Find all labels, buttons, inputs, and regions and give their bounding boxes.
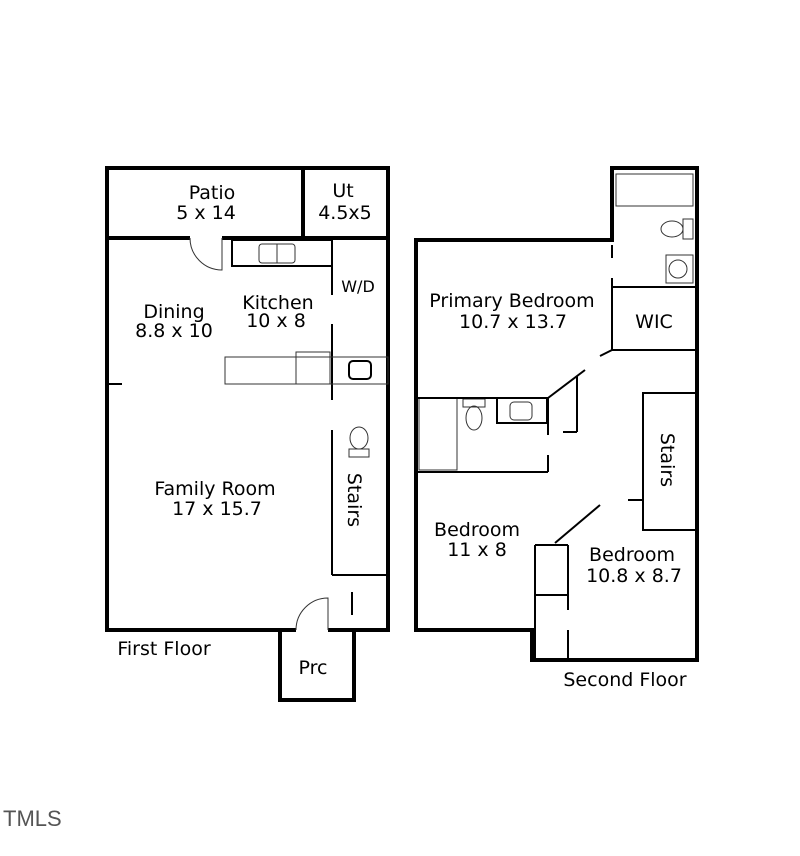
second-floor-title: Second Floor	[563, 669, 686, 691]
dining-size: 8.8 x 10	[135, 320, 213, 342]
utility-label: Ut	[332, 180, 353, 202]
patio-label: Patio	[189, 182, 236, 204]
second-floor-outer-wall	[414, 166, 699, 662]
patio-size: 5 x 14	[176, 202, 236, 224]
bedroom-1-label: Bedroom	[434, 519, 520, 541]
first-floor-title: First Floor	[117, 638, 210, 660]
primary-bedroom-size: 10.7 x 13.7	[459, 311, 567, 333]
toilet-icon	[348, 426, 370, 458]
toilet-icon	[462, 398, 486, 431]
kitchen-size: 10 x 8	[246, 310, 306, 332]
primary-bedroom-label: Primary Bedroom	[429, 290, 594, 312]
first-floor-outer-wall	[105, 166, 390, 632]
range-icon	[295, 351, 331, 385]
second-floor-stairs-label: Stairs	[656, 433, 678, 487]
door-swing	[554, 504, 601, 544]
bedroom-2-label: Bedroom	[589, 544, 675, 566]
front-door-swing	[295, 597, 329, 631]
patio-door-swing	[189, 237, 223, 271]
wic-label: WIC	[635, 311, 673, 333]
door-stub	[599, 349, 613, 357]
porch-label: Prc	[299, 657, 328, 679]
bathtub-icon	[615, 173, 694, 207]
family-room-label: Family Room	[154, 478, 275, 500]
door-swing	[547, 369, 586, 399]
first-floor-stairs-label: Stairs	[343, 473, 365, 527]
second-floor-stairs	[642, 392, 698, 531]
sink-icon	[509, 401, 533, 421]
bathtub-icon	[418, 397, 458, 471]
wd-label: W/D	[341, 277, 375, 296]
second-floor-plan: Primary Bedroom 10.7 x 13.7 WIC Stairs B…	[414, 166, 699, 691]
kitchen-label: Kitchen	[242, 292, 313, 314]
toilet-icon	[660, 218, 694, 240]
sink-icon	[348, 360, 372, 380]
bedroom-2-size: 10.8 x 8.7	[586, 565, 682, 587]
utility-size: 4.5x5	[318, 202, 372, 224]
sink-basin	[668, 259, 688, 279]
dining-label: Dining	[143, 301, 204, 323]
sink-icon	[665, 254, 694, 284]
first-floor-plan: Patio 5 x 14 Ut 4.5x5 W/D Dining 8.8 x 1…	[105, 166, 390, 702]
family-room-size: 17 x 15.7	[172, 498, 262, 520]
watermark-logo: TMLS	[3, 806, 62, 831]
bedroom-1-size: 11 x 8	[447, 539, 507, 561]
